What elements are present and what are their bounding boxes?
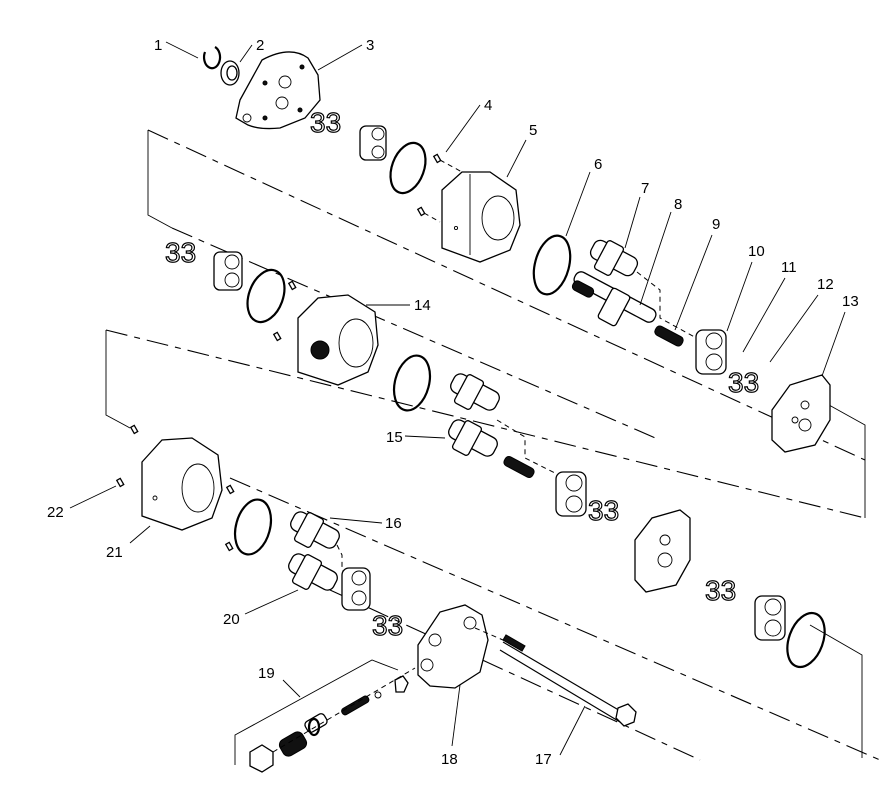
callout-20: 20 <box>223 611 240 628</box>
gear-housing-part-14 <box>272 280 410 386</box>
callout-8: 8 <box>674 196 683 213</box>
callout-11: 11 <box>781 259 797 276</box>
o-ring-middle <box>392 354 432 412</box>
gear-housing-part-21 <box>129 424 223 544</box>
end-plate-part-13 <box>771 311 846 453</box>
callout-17: 17 <box>535 751 552 768</box>
bushing-seals-lower: 33 <box>341 567 404 642</box>
callout-21: 21 <box>106 544 123 561</box>
callout-7: 7 <box>641 180 650 197</box>
callout-5: 5 <box>529 122 538 139</box>
assembly-guide-lines <box>105 129 881 761</box>
callout-3: 3 <box>366 37 375 54</box>
shaft-seal-part-2 <box>220 44 253 86</box>
callout-4: 4 <box>484 97 493 114</box>
snap-ring-part-1 <box>165 41 222 70</box>
gear-housing-part-5 <box>441 139 527 263</box>
svg-text:33: 33 <box>310 107 341 138</box>
drive-gear-part-20 <box>244 553 338 615</box>
callout-6: 6 <box>594 156 603 173</box>
o-ring-part-6 <box>532 171 591 296</box>
key-part-9 <box>654 234 713 347</box>
callout-9: 9 <box>712 216 721 233</box>
svg-text:33: 33 <box>588 495 619 526</box>
callout-13: 13 <box>842 293 859 310</box>
callout-19: 19 <box>258 665 275 682</box>
idler-gear-part-16 <box>290 511 383 579</box>
svg-text:33: 33 <box>728 367 759 398</box>
callout-12: 12 <box>817 276 834 293</box>
callout-16: 16 <box>385 515 402 532</box>
dowel-pins-part-22 <box>69 477 235 552</box>
seals-part-11-12: 33 <box>727 277 819 399</box>
callout-10: 10 <box>748 243 765 260</box>
callout-14: 14 <box>414 297 431 314</box>
callout-15: 15 <box>386 429 403 446</box>
gear-pair-part-15 <box>404 373 566 479</box>
o-ring-lower <box>233 498 273 556</box>
idler-gear-part-7 <box>589 196 641 277</box>
callout-18: 18 <box>441 751 458 768</box>
callout-1: 1 <box>154 37 163 54</box>
rear-cover-part-18 <box>417 604 489 747</box>
callout-2: 2 <box>256 37 265 54</box>
svg-text:33: 33 <box>165 237 196 268</box>
callout-22: 22 <box>47 504 64 521</box>
seal-set-upper: 33 <box>309 106 427 195</box>
drive-gear-part-8 <box>571 211 701 341</box>
seal-set-middle: 33 <box>164 236 286 324</box>
svg-text:33: 33 <box>372 610 403 641</box>
bushing-part-10 <box>695 261 753 375</box>
dowel-pins-part-4 <box>416 104 481 223</box>
svg-text:33: 33 <box>705 575 736 606</box>
relief-valve-kit-part-19 <box>234 659 416 773</box>
bushing-seals-middle: 33 33 <box>555 471 826 669</box>
front-cover-part-3 <box>235 44 363 130</box>
through-bolt-part-17 <box>474 627 637 756</box>
